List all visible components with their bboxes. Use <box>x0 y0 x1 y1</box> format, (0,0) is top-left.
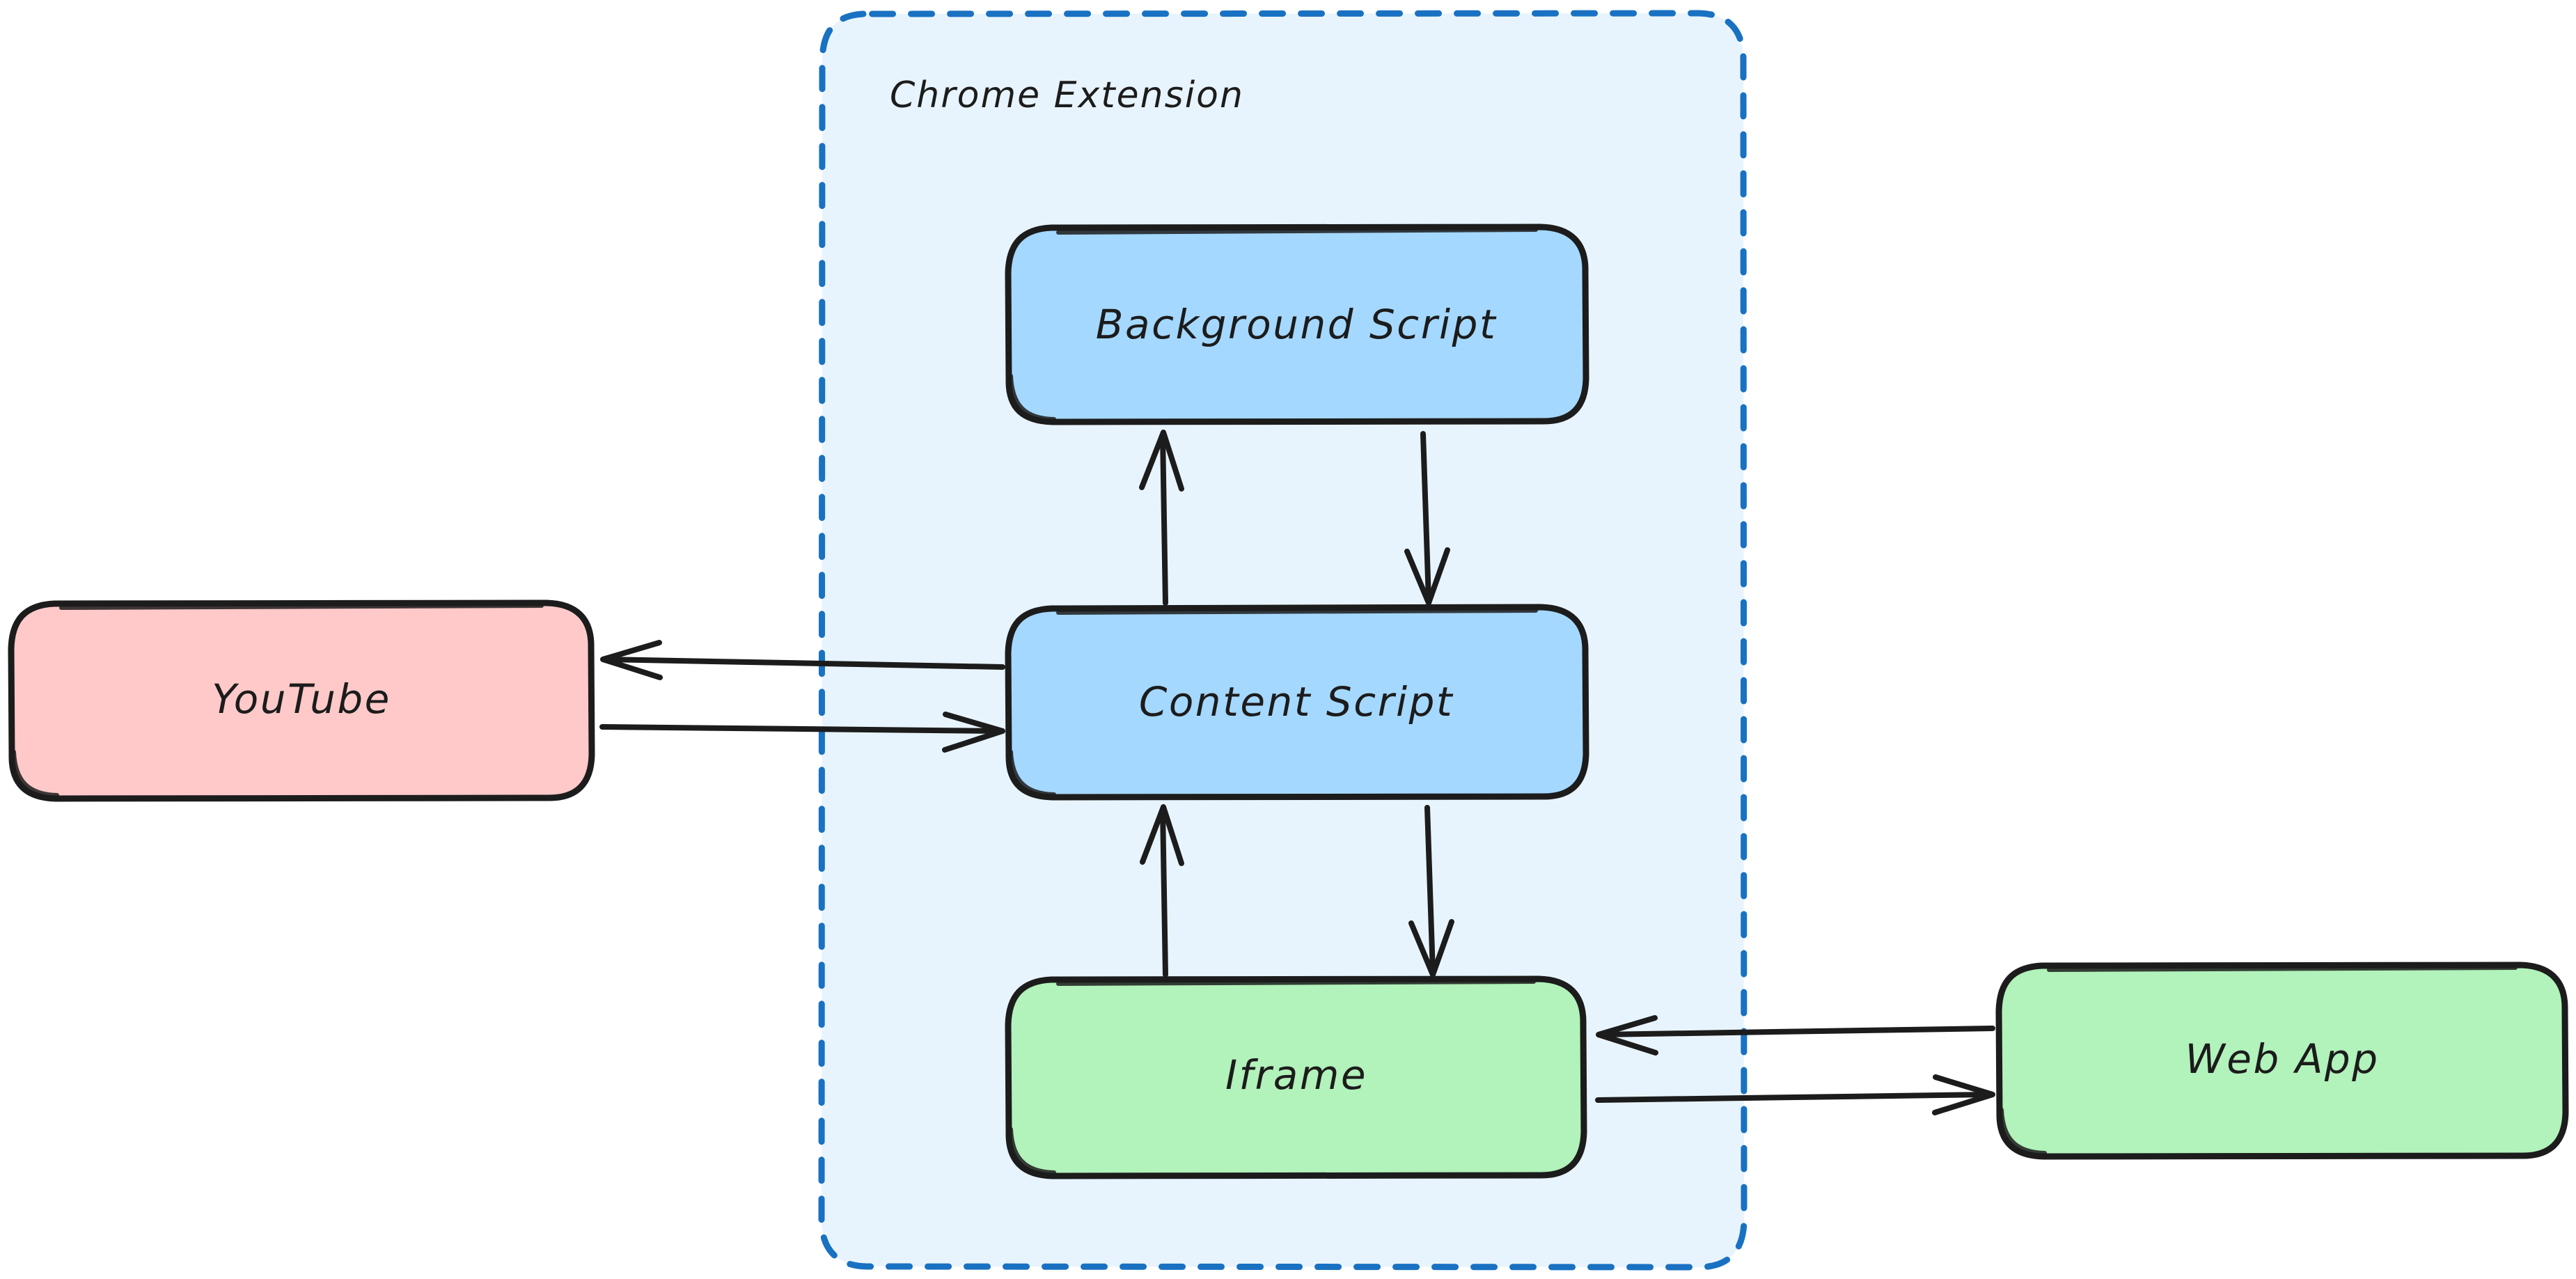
node-web-app-shape <box>1995 962 2569 1160</box>
edge-youtube-to-content-line <box>599 724 1003 734</box>
edge-content-to-youtube-line <box>603 657 1005 670</box>
edge-webapp-to-iframe[interactable] <box>1596 1015 1995 1056</box>
node-youtube-shape <box>8 599 595 802</box>
node-background-script-shape <box>1005 223 1589 425</box>
node-web-app-label: Web App <box>2185 1035 2379 1083</box>
edge-iframe-to-content[interactable] <box>1140 804 1184 978</box>
edge-iframe-to-webapp-arrowhead-icon <box>1932 1074 1995 1115</box>
node-background-script-sketch-accent <box>1056 228 1538 235</box>
node-background-script-label: Background Script <box>1096 301 1497 348</box>
edge-youtube-to-content-arrowhead-icon <box>942 712 1005 753</box>
edge-iframe-to-webapp[interactable] <box>1595 1074 1995 1115</box>
node-content-script[interactable]: Content Script <box>1005 604 1589 801</box>
node-content-script-sketch-accent-2 <box>1009 750 1056 797</box>
node-youtube[interactable]: YouTube <box>8 599 595 802</box>
node-background-script-sketch-accent-2 <box>1009 374 1056 421</box>
node-iframe-shape <box>1005 975 1587 1179</box>
edge-content-to-youtube-arrowhead-icon <box>600 640 663 680</box>
edge-content-to-iframe[interactable] <box>1408 805 1454 978</box>
edge-content-to-youtube[interactable] <box>600 640 1005 680</box>
edge-background-to-content[interactable] <box>1404 431 1450 606</box>
edge-content-to-background-line <box>1160 432 1168 606</box>
edge-background-to-content-line <box>1420 431 1431 603</box>
edge-iframe-to-content-arrowhead-icon <box>1140 804 1184 866</box>
edge-content-to-background-arrowhead-icon <box>1139 430 1184 492</box>
node-web-app-sketch-accent-2 <box>2000 1108 2047 1155</box>
edge-webapp-to-iframe-line <box>1599 1026 1995 1037</box>
node-content-script-label: Content Script <box>1139 678 1454 725</box>
edge-youtube-to-content[interactable] <box>599 712 1005 753</box>
node-iframe[interactable]: Iframe <box>1005 975 1587 1179</box>
group-chrome-extension-label: Chrome Extension <box>890 74 1244 116</box>
edge-content-to-iframe-arrowhead-icon <box>1408 919 1454 978</box>
node-youtube-sketch-accent-2 <box>12 750 59 797</box>
node-youtube-label: YouTube <box>212 675 391 723</box>
node-background-script[interactable]: Background Script <box>1005 223 1589 425</box>
node-iframe-sketch-accent <box>1056 980 1536 986</box>
edge-webapp-to-iframe-arrowhead-icon <box>1596 1015 1658 1056</box>
edge-content-to-iframe-line <box>1424 805 1436 975</box>
edge-content-to-background[interactable] <box>1139 430 1184 606</box>
node-content-script-sketch-accent <box>1056 609 1538 615</box>
node-web-app-sketch-accent <box>2047 966 2518 972</box>
node-iframe-sketch-accent-2 <box>1009 1127 1056 1175</box>
edge-iframe-to-content-line <box>1160 806 1168 978</box>
node-content-script-shape <box>1005 604 1589 801</box>
node-iframe-label: Iframe <box>1225 1051 1367 1099</box>
edge-background-to-content-arrowhead-icon <box>1404 547 1450 606</box>
node-web-app[interactable]: Web App <box>1995 962 2569 1160</box>
edge-iframe-to-webapp-line <box>1595 1092 1993 1103</box>
node-youtube-sketch-accent <box>59 604 544 610</box>
